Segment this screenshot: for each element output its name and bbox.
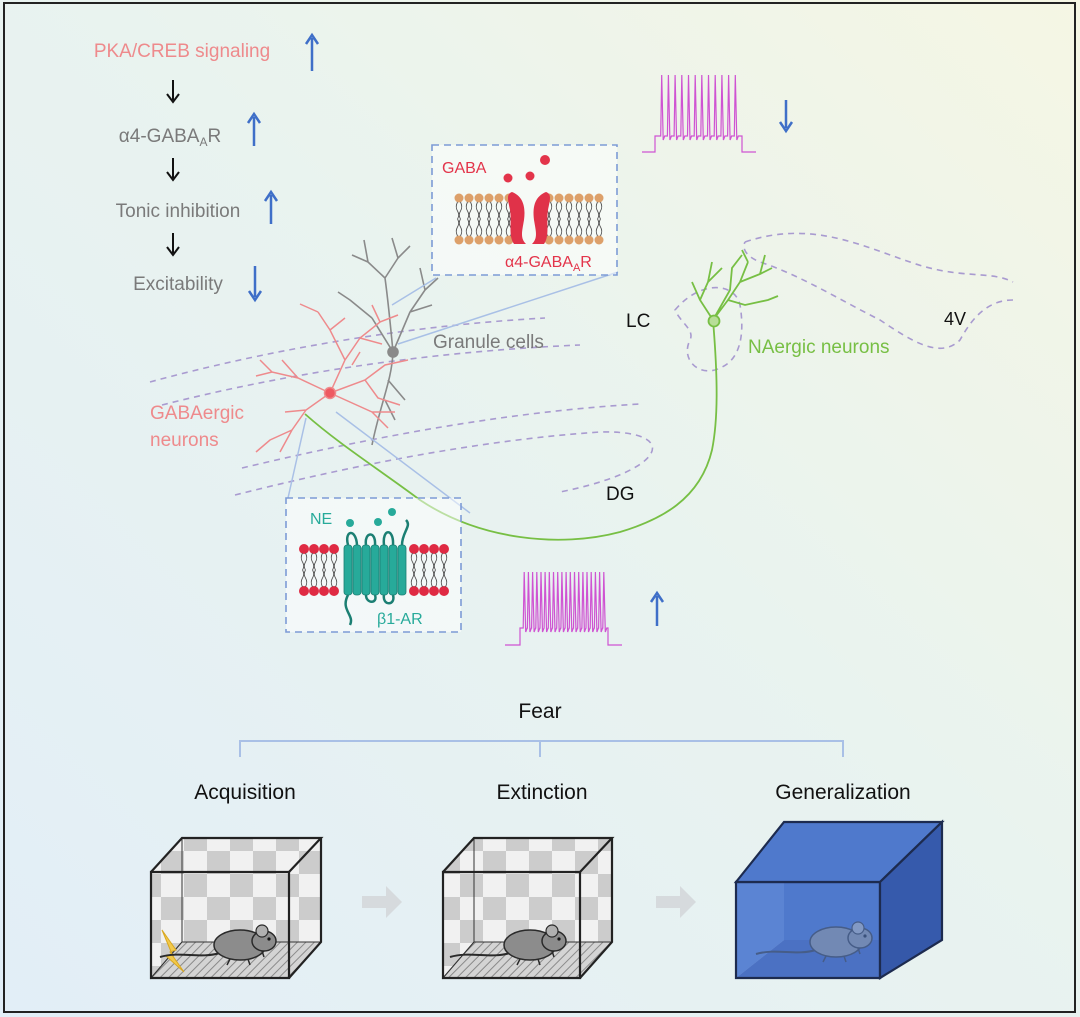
context-box-acquisition	[149, 836, 324, 980]
ne-ligand-label: NE	[310, 511, 332, 528]
fear-bracket	[239, 740, 844, 757]
down-arrow-icon	[247, 266, 263, 303]
shock-icon	[161, 929, 185, 973]
granule-cell	[337, 237, 439, 446]
down-arrow-icon	[778, 100, 794, 134]
dg-label: DG	[606, 484, 635, 505]
gabaergic-neuron	[255, 303, 409, 453]
beta1-receptor-inset: NE β1-AR	[285, 497, 462, 633]
gabaergic-label-line2: neurons	[150, 430, 219, 451]
beta1-ar-protein	[343, 544, 407, 596]
up-arrow-icon	[263, 189, 279, 224]
figure-border	[3, 2, 1076, 1013]
context-box-extinction	[441, 836, 615, 980]
cascade-a4-gabaar: α4-GABAAR	[119, 126, 221, 149]
gabaa-channel	[508, 192, 526, 244]
context-box-generalization	[733, 819, 945, 980]
granule-cells-label: Granule cells	[433, 332, 544, 353]
fourth-ventricle-label: 4V	[944, 309, 966, 329]
brain-outlines	[149, 232, 1014, 496]
stage-extinction: Extinction	[496, 781, 587, 804]
inset-connector-lines	[287, 271, 619, 514]
cascade-excitability: Excitability	[133, 274, 223, 295]
cascade-tonic-inhibition: Tonic inhibition	[116, 201, 241, 222]
spike-trace-reduced	[642, 74, 756, 153]
stage-acquisition: Acquisition	[194, 781, 296, 804]
up-arrow-icon	[304, 32, 320, 71]
naergic-neuron	[304, 249, 779, 541]
next-arrow-icon	[656, 886, 696, 918]
lc-label: LC	[626, 311, 650, 332]
down-arrow-icon	[166, 233, 180, 257]
gaba-receptor-inset: GABA α4-GABAAR	[431, 144, 618, 276]
gaba-ligand-label: GABA	[442, 160, 487, 177]
spike-trace-increased	[505, 571, 622, 646]
down-arrow-icon	[166, 80, 180, 104]
a4-gabaar-label: α4-GABAAR	[505, 254, 592, 274]
cascade-pka-creb: PKA/CREB signaling	[94, 41, 270, 62]
fear-title: Fear	[518, 700, 561, 723]
beta1-ar-label: β1-AR	[377, 611, 423, 628]
naergic-label: NAergic neurons	[748, 337, 890, 358]
up-arrow-icon	[246, 111, 262, 146]
down-arrow-icon	[166, 158, 180, 182]
up-arrow-icon	[649, 590, 665, 626]
next-arrow-icon	[362, 886, 402, 918]
gabaergic-label-line1: GABAergic	[150, 403, 244, 424]
signaling-cascade: PKA/CREB signaling α4-GABAAR Tonic inhib…	[94, 32, 320, 303]
stage-generalization: Generalization	[775, 781, 910, 804]
